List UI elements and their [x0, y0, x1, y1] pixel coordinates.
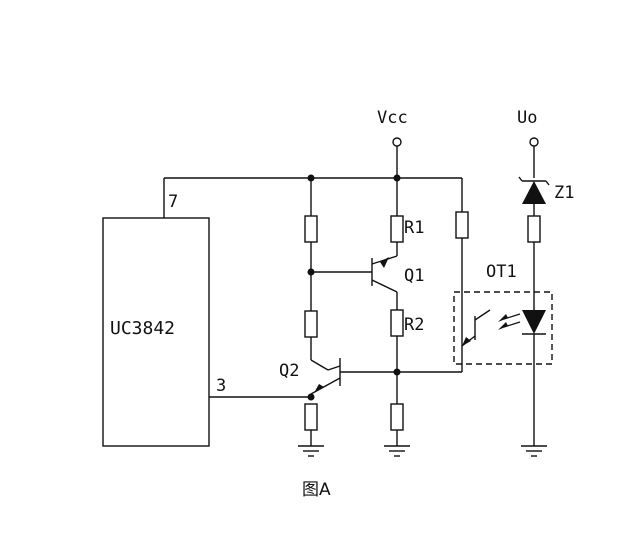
vcc-label: Vcc: [377, 108, 408, 128]
vcc-terminal: [392, 137, 402, 147]
zener-bar-left: [518, 176, 523, 182]
ot1-label: OT1: [486, 262, 517, 282]
resistor-q2-ground: [304, 403, 318, 431]
q2-emitter-arrow: [315, 384, 324, 391]
light-ray-2: [503, 321, 521, 328]
resistor-r1: [390, 215, 404, 243]
pin3-label: 3: [216, 376, 227, 396]
opto-transistor-c: [474, 309, 491, 321]
junction-q2-base: [393, 368, 401, 376]
resistor-uo: [527, 215, 541, 243]
r2-label: R2: [404, 315, 425, 335]
pin7-label: 7: [168, 192, 179, 212]
light-arrow-1: [498, 314, 508, 322]
resistor-opto: [455, 211, 469, 239]
uo-terminal: [529, 137, 539, 147]
uc3842-chip: [102, 217, 210, 447]
light-arrow-2: [498, 322, 508, 330]
q1-collector: [371, 279, 398, 293]
q2-collector: [327, 365, 341, 371]
q2-emitter: [310, 377, 341, 395]
resistor-mid-left: [304, 310, 318, 338]
junction-pin3: [307, 393, 315, 401]
opto-emitter-arrow: [462, 337, 471, 346]
junction-top-left: [307, 174, 315, 182]
z1-label: Z1: [554, 183, 575, 203]
figure-caption: 图A: [302, 480, 331, 500]
optocoupler-box: [453, 291, 553, 365]
junction-top-mid: [393, 174, 401, 182]
q1-label: Q1: [404, 266, 425, 286]
zener-diode-z1: [522, 181, 546, 204]
uo-label: Uo: [517, 108, 538, 128]
q2-label: Q2: [279, 361, 300, 381]
resistor-r2-ground: [390, 403, 404, 431]
led-triangle: [522, 310, 546, 334]
zener-bar-right: [545, 180, 550, 186]
resistor-top-left: [304, 215, 318, 243]
q1-emitter-arrow: [380, 257, 389, 268]
junction-q1-base: [307, 268, 315, 276]
r1-label: R1: [404, 218, 425, 238]
wire-q2-collector: [310, 359, 329, 371]
light-ray-1: [503, 313, 521, 320]
resistor-r2: [390, 309, 404, 337]
ic-label: UC3842: [110, 318, 176, 339]
